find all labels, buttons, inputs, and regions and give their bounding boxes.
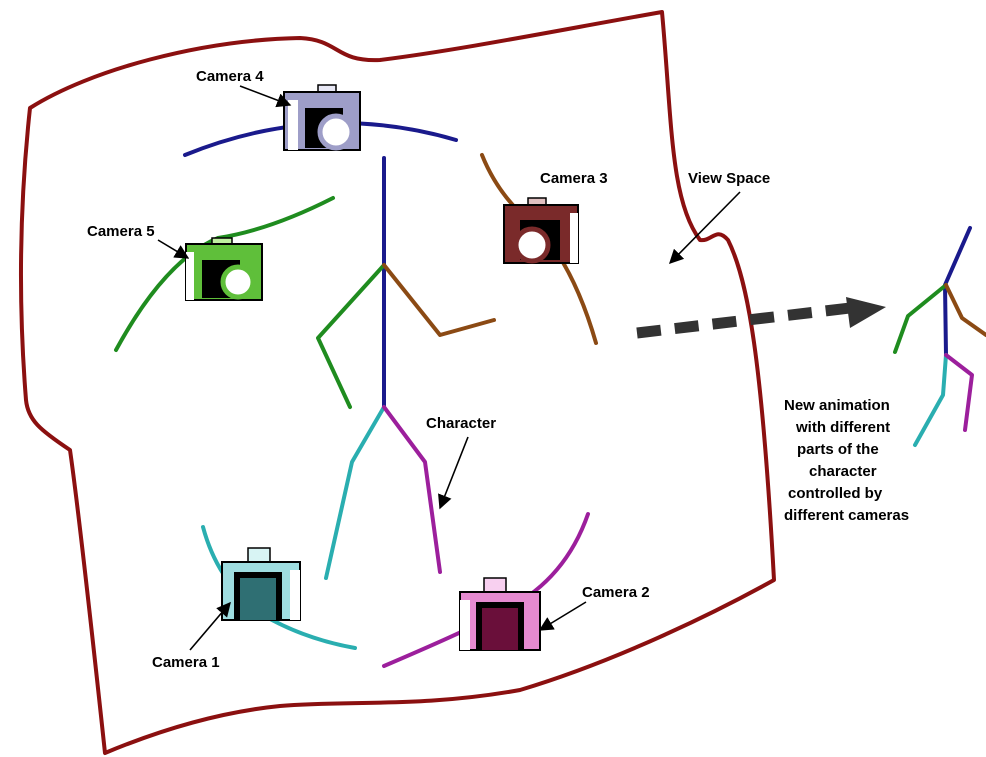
- note-line: parts of the: [797, 441, 879, 458]
- view-space-pointer: [668, 191, 741, 265]
- character-right-leg: [382, 405, 442, 574]
- note-line: character: [809, 463, 877, 480]
- camera-5-label: Camera 5: [87, 223, 155, 240]
- camera-1-icon: [221, 547, 301, 621]
- camera-4-pointer: [239, 85, 292, 108]
- transfer-arrow: [636, 297, 886, 339]
- character-left-arm: [316, 263, 386, 409]
- camera-1-pointer: [189, 601, 231, 651]
- camera-5-pointer: [157, 239, 190, 259]
- camera-2-pointer: [538, 601, 587, 631]
- camera-4-icon: [283, 84, 361, 151]
- character-label: Character: [426, 415, 496, 432]
- new-left-arm: [893, 283, 948, 354]
- camera-3-icon: [503, 197, 579, 264]
- view-space-label: View Space: [688, 170, 770, 187]
- note-line: controlled by: [788, 485, 883, 502]
- camera-2-label: Camera 2: [582, 584, 650, 601]
- view-space-boundary: [19, 10, 776, 755]
- character-pointer: [438, 436, 469, 510]
- camera-3-label: Camera 3: [540, 170, 608, 187]
- camera-1-label: Camera 1: [152, 654, 220, 671]
- camera-4-label: Camera 4: [196, 68, 264, 85]
- character-right-arm: [382, 263, 496, 337]
- note-line: with different: [795, 419, 890, 436]
- character-figure: [316, 156, 496, 580]
- note-line: New animation: [784, 397, 890, 414]
- new-right-arm: [944, 283, 986, 337]
- character-left-leg: [324, 405, 386, 580]
- camera-5-icon: [185, 237, 263, 301]
- camera-2-icon: [459, 577, 541, 651]
- new-animation-note: New animation with different parts of th…: [784, 397, 909, 524]
- new-left-leg: [913, 353, 948, 447]
- new-right-leg: [944, 353, 974, 432]
- note-line: different cameras: [784, 507, 909, 524]
- new-animation-figure: [893, 226, 986, 447]
